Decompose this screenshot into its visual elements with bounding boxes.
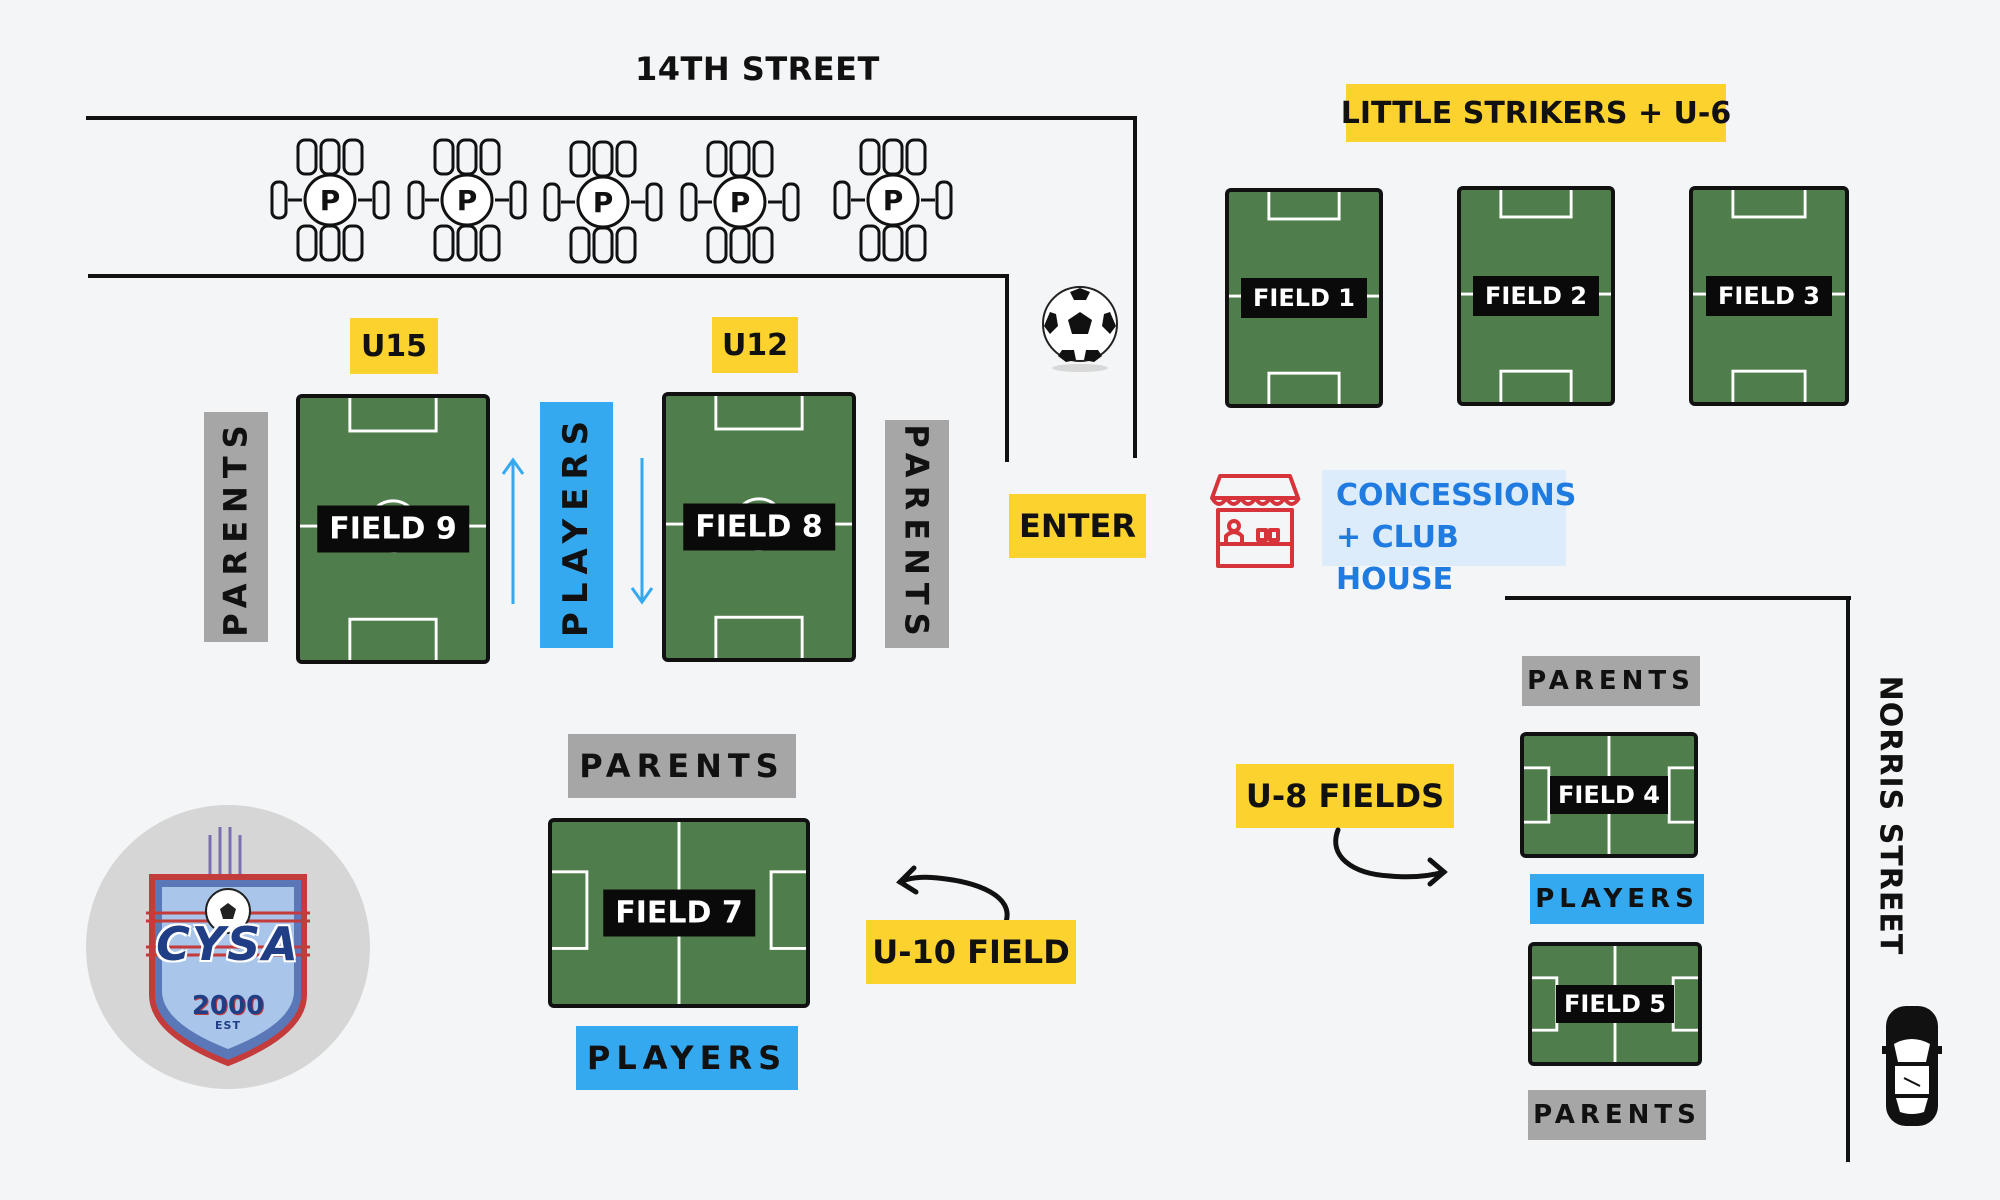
- field-1[interactable]: FIELD 1: [1225, 188, 1383, 408]
- soccer-ball-icon: [1042, 286, 1118, 372]
- logo-year: 2000: [191, 991, 265, 1021]
- zone-players-center: PLAYERS: [540, 402, 613, 648]
- field-label: FIELD 5: [1556, 985, 1674, 1023]
- label-little-strikers: LITTLE STRIKERS + U-6: [1341, 84, 1731, 142]
- field-7[interactable]: FIELD 7: [548, 818, 810, 1008]
- label-u10: U-10 FIELD: [866, 920, 1076, 984]
- field-2[interactable]: FIELD 2: [1457, 186, 1615, 406]
- cysa-logo: CYSA 2000 EST: [86, 805, 370, 1089]
- field-9[interactable]: FIELD 9: [296, 394, 490, 664]
- field-label: FIELD 4: [1550, 776, 1668, 814]
- zone-parents-field5: PARENTS: [1528, 1090, 1706, 1140]
- zone-players-field7: PLAYERS: [576, 1026, 798, 1090]
- road-line-right-outer: [1133, 116, 1137, 458]
- concessions-label-line1: CONCESSIONS: [1336, 478, 1577, 513]
- street-name-14th: 14TH STREET: [635, 50, 880, 88]
- parking-lot-2: [407, 138, 527, 262]
- field-4[interactable]: FIELD 4: [1520, 732, 1698, 858]
- field-8[interactable]: FIELD 8: [662, 392, 856, 662]
- parking-lot-5: [833, 138, 953, 262]
- car-icon: [1882, 1006, 1942, 1126]
- logo-emblem: [146, 827, 310, 1067]
- field-label: FIELD 1: [1241, 278, 1367, 318]
- concessions-label: CONCESSIONS + CLUB HOUSE: [1322, 470, 1577, 597]
- arrow-down-icon: [630, 458, 654, 605]
- arrow-up-icon: [501, 457, 525, 604]
- label-u15: U15: [350, 318, 438, 374]
- field-label: FIELD 9: [317, 505, 469, 553]
- parking-lot-1: [270, 138, 390, 262]
- parking-lot-3: [543, 140, 663, 264]
- store-icon: [1210, 474, 1301, 568]
- label-u12: U12: [712, 317, 798, 373]
- curved-arrow-right-icon: [1333, 827, 1448, 887]
- curved-arrow-left-icon: [896, 865, 1010, 925]
- label-enter: ENTER: [1009, 494, 1146, 558]
- road-line-norris-side: [1846, 596, 1850, 1162]
- road-line-norris-top: [1505, 596, 1851, 600]
- label-u8: U-8 FIELDS: [1236, 764, 1454, 828]
- road-line-right-inner: [1005, 274, 1009, 462]
- field-label: FIELD 3: [1706, 276, 1832, 316]
- street-name-norris: NORRIS STREET: [1872, 675, 1908, 955]
- road-line-top-outer: [86, 116, 1136, 120]
- field-label: FIELD 2: [1473, 276, 1599, 316]
- zone-parents-field8: PARENTS: [885, 420, 949, 648]
- zone-parents-field7: PARENTS: [568, 734, 796, 798]
- parking-lot-4: [680, 140, 800, 264]
- zone-parents-field9: PARENTS: [204, 412, 268, 642]
- field-5[interactable]: FIELD 5: [1528, 942, 1702, 1066]
- field-3[interactable]: FIELD 3: [1689, 186, 1849, 406]
- zone-players-field4: PLAYERS: [1530, 874, 1704, 924]
- field-label: FIELD 8: [683, 503, 835, 551]
- concessions-label-line2: + CLUB HOUSE: [1336, 520, 1459, 597]
- road-line-top-inner: [88, 274, 1008, 278]
- logo-text: CYSA: [156, 917, 300, 971]
- field-label: FIELD 7: [603, 889, 755, 937]
- zone-parents-field4: PARENTS: [1522, 656, 1700, 706]
- logo-est: EST: [215, 1019, 241, 1032]
